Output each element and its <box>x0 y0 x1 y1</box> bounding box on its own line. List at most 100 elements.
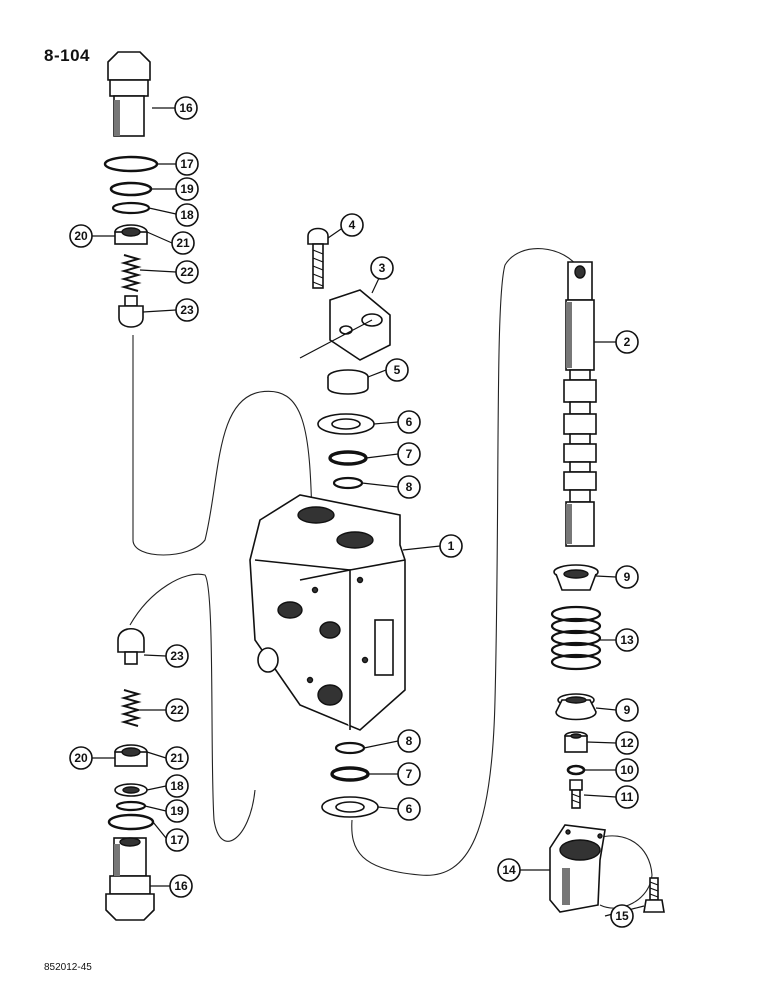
part-17-oring-top <box>103 155 159 173</box>
callout-17-bottom: 17 <box>165 828 189 852</box>
svg-text:11: 11 <box>621 790 634 804</box>
part-9-cup-top <box>553 564 599 591</box>
part-21-seat-bottom <box>114 744 148 767</box>
svg-text:19: 19 <box>180 182 194 196</box>
part-15-screw <box>643 877 665 913</box>
part-19-ring-top <box>109 181 153 197</box>
callout-3: 3 <box>370 256 394 280</box>
svg-text:1: 1 <box>448 539 455 553</box>
part-11-bolt <box>569 779 583 809</box>
svg-text:7: 7 <box>406 447 413 461</box>
callout-18-bottom: 18 <box>165 774 189 798</box>
part-18-ring-bottom <box>114 783 148 797</box>
svg-text:22: 22 <box>180 265 194 279</box>
part-16-plug-top <box>107 51 151 137</box>
page-number: 8-104 <box>44 46 90 65</box>
callout-9-top: 9 <box>615 565 639 589</box>
part-10-washer <box>566 764 586 776</box>
figure-code: 852012-45 <box>44 962 92 973</box>
part-17-oring-bottom <box>107 813 155 831</box>
callout-20-top: 20 <box>69 224 93 248</box>
part-6-washer-top <box>317 413 375 435</box>
part-23-poppet-top <box>118 295 144 328</box>
part-7-ring-bottom <box>330 766 370 782</box>
svg-text:18: 18 <box>180 208 194 222</box>
part-6-washer-bottom <box>321 796 379 818</box>
svg-text:20: 20 <box>74 751 88 765</box>
svg-text:16: 16 <box>179 101 193 115</box>
callout-19-top: 19 <box>175 177 199 201</box>
callout-7-top: 7 <box>397 442 421 466</box>
callout-18-top: 18 <box>175 203 199 227</box>
svg-text:20: 20 <box>74 229 88 243</box>
callout-11: 11 <box>615 785 639 809</box>
part-2-spool <box>563 261 597 547</box>
assembly-path-lines <box>129 248 653 909</box>
callout-23-top: 23 <box>175 298 199 322</box>
callout-2: 2 <box>615 330 639 354</box>
callout-22-bottom: 22 <box>165 698 189 722</box>
callout-1: 1 <box>439 534 463 558</box>
part-7-ring-top <box>328 450 368 466</box>
callout-20-bottom: 20 <box>69 746 93 770</box>
svg-text:6: 6 <box>406 415 413 429</box>
callout-5: 5 <box>385 358 409 382</box>
svg-text:9: 9 <box>624 703 631 717</box>
part-8-oring-top <box>332 476 364 490</box>
callout-6-top: 6 <box>397 410 421 434</box>
part-4-screw <box>307 227 329 289</box>
callout-8-bottom: 8 <box>397 729 421 753</box>
part-19-ring-bottom <box>115 800 147 812</box>
svg-text:15: 15 <box>615 909 629 923</box>
part-13-spring <box>550 605 602 671</box>
svg-text:23: 23 <box>170 649 184 663</box>
svg-text:7: 7 <box>406 767 413 781</box>
svg-text:2: 2 <box>624 335 631 349</box>
svg-text:21: 21 <box>176 236 190 250</box>
svg-text:17: 17 <box>180 157 194 171</box>
callout-4: 4 <box>340 213 364 237</box>
svg-text:8: 8 <box>406 480 413 494</box>
callout-6-bottom: 6 <box>397 797 421 821</box>
callout-21-bottom: 21 <box>165 746 189 770</box>
part-12-retainer <box>564 731 588 753</box>
callouts: 1 2 3 4 5 6 6 7 7 8 8 9 9 10 11 12 13 14… <box>69 96 639 928</box>
svg-text:8: 8 <box>406 734 413 748</box>
svg-text:21: 21 <box>170 751 184 765</box>
svg-text:17: 17 <box>170 833 184 847</box>
svg-text:19: 19 <box>170 804 184 818</box>
wire-top-relief-to-body <box>132 335 313 556</box>
wire-spool-path <box>351 248 581 876</box>
part-22-spring-bottom <box>120 689 142 727</box>
svg-text:3: 3 <box>379 261 386 275</box>
callout-16-top: 16 <box>174 96 198 120</box>
part-23-poppet-bottom <box>117 627 145 665</box>
svg-text:22: 22 <box>170 703 184 717</box>
callout-7-bottom: 7 <box>397 762 421 786</box>
callout-10: 10 <box>615 758 639 782</box>
wire-cap-screw <box>597 835 653 909</box>
callout-21-top: 21 <box>171 231 195 255</box>
svg-text:12: 12 <box>620 736 634 750</box>
svg-text:5: 5 <box>394 363 401 377</box>
wire-body-to-bottom-relief <box>129 573 256 842</box>
callout-8-top: 8 <box>397 475 421 499</box>
part-18-ring-top <box>111 201 151 215</box>
part-3-cap <box>299 289 391 361</box>
callout-19-bottom: 19 <box>165 799 189 823</box>
callout-16-bottom: 16 <box>169 874 193 898</box>
part-5-bushing <box>327 369 369 395</box>
callout-23-bottom: 23 <box>165 644 189 668</box>
callout-17-top: 17 <box>175 152 199 176</box>
svg-text:16: 16 <box>174 879 188 893</box>
part-22-spring-top <box>120 254 142 292</box>
svg-text:6: 6 <box>406 802 413 816</box>
part-8-oring-bottom <box>334 741 366 755</box>
svg-text:4: 4 <box>349 218 356 232</box>
svg-text:13: 13 <box>620 633 634 647</box>
callout-14: 14 <box>497 858 521 882</box>
svg-text:14: 14 <box>502 863 516 877</box>
svg-text:9: 9 <box>624 570 631 584</box>
part-14-end-cap <box>549 824 606 913</box>
